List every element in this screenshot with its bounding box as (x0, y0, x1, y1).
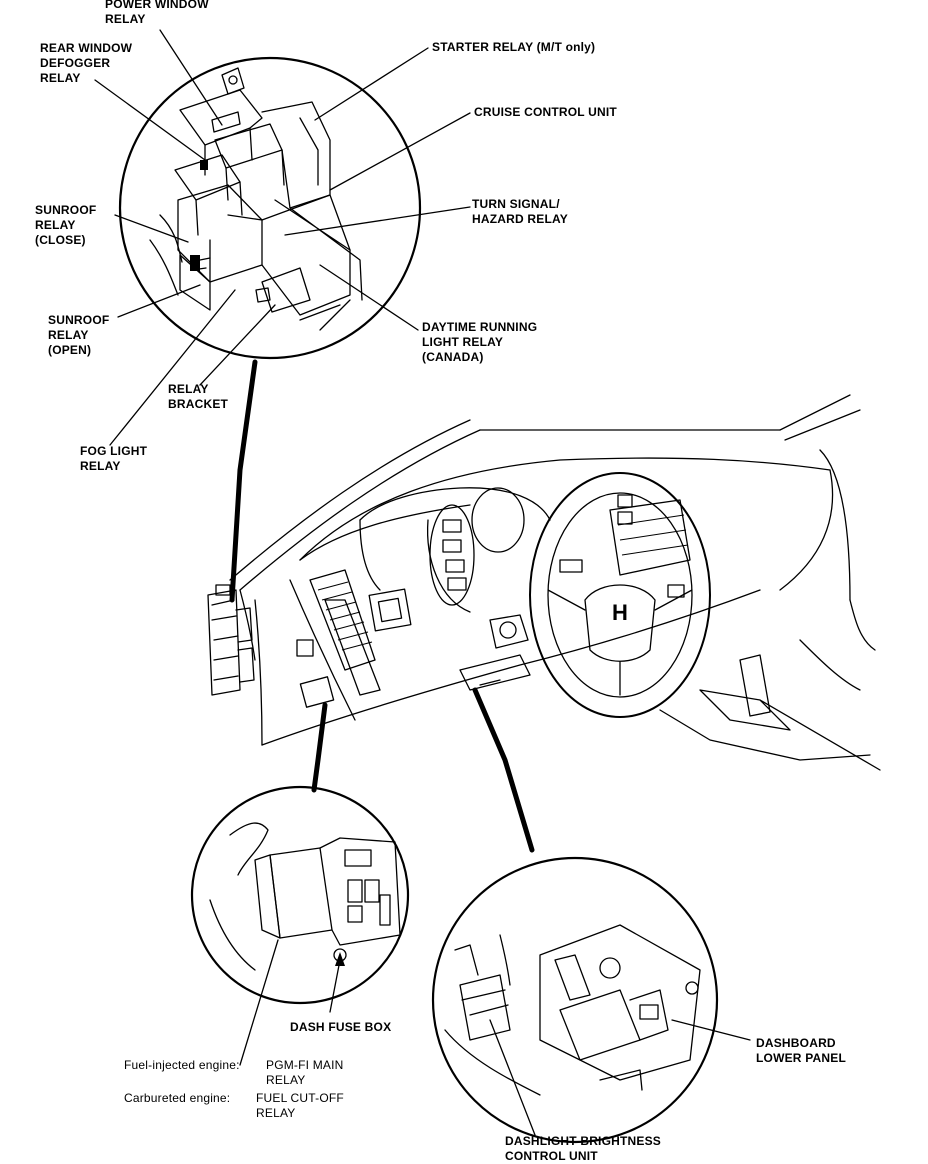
relay-detail-view (118, 56, 422, 360)
label-relay-bracket: RELAY BRACKET (168, 382, 229, 411)
lower-panel-detail-view (431, 856, 719, 1144)
label-fuel-injected-value: PGM-FI MAIN RELAY (266, 1058, 344, 1087)
fuse-box-detail-view (190, 785, 410, 1005)
label-sunroof-relay-close: SUNROOF RELAY (CLOSE) (35, 203, 97, 247)
label-rear-window-defogger-relay: REAR WINDOW DEFOGGER RELAY (40, 41, 133, 85)
label-dashlight-brightness-control-unit: DASHLIGHT BRIGHTNESS CONTROL UNIT (505, 1134, 662, 1163)
label-sunroof-relay-open: SUNROOF RELAY (OPEN) (48, 313, 110, 357)
label-power-window-relay: POWER WINDOW RELAY (105, 0, 209, 26)
label-fog-light-relay: FOG LIGHT RELAY (80, 444, 148, 473)
label-daytime-running-light-relay: DAYTIME RUNNING LIGHT RELAY (CANADA) (422, 320, 538, 364)
label-dashboard-lower-panel: DASHBOARD LOWER PANEL (756, 1036, 846, 1065)
label-carbureted-value: FUEL CUT-OFF RELAY (256, 1091, 344, 1120)
label-cruise-control-unit: CRUISE CONTROL UNIT (474, 105, 617, 119)
label-carbureted-prefix: Carbureted engine: (124, 1091, 231, 1105)
label-fuel-injected-prefix: Fuel-injected engine: (124, 1058, 240, 1072)
label-turn-signal-hazard-relay: TURN SIGNAL/ HAZARD RELAY (472, 197, 568, 226)
steering-emblem: H (612, 600, 628, 625)
pillar-relay-bracket (207, 584, 255, 696)
dashboard-interior: H (229, 394, 881, 771)
label-starter-relay: STARTER RELAY (M/T only) (432, 40, 596, 54)
label-dash-fuse-box: DASH FUSE BOX (290, 1020, 392, 1034)
